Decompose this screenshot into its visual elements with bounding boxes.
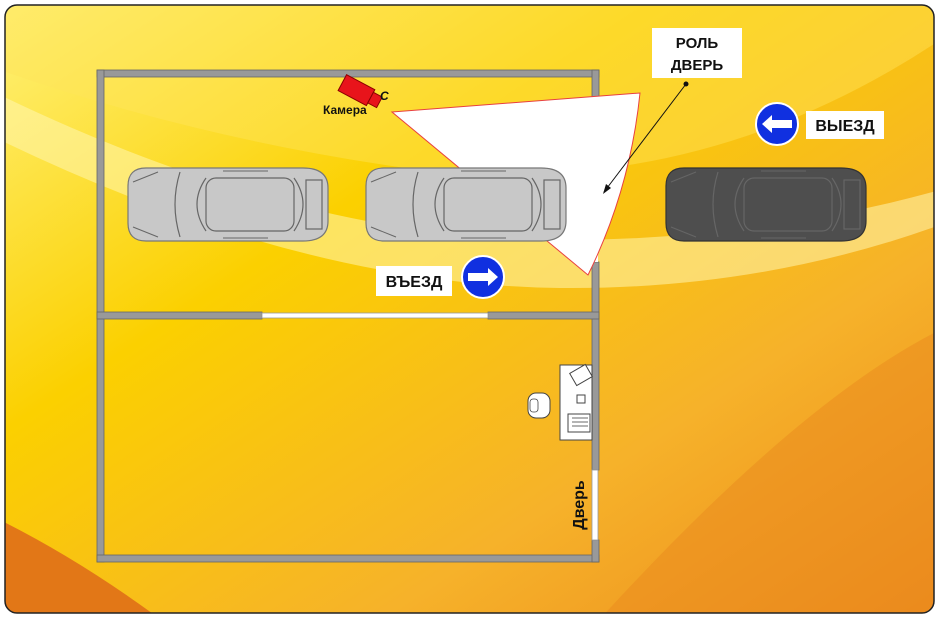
roll-door-label-line2: ДВЕРЬ (671, 57, 724, 74)
roll-door-pointer-arrowhead (603, 184, 611, 194)
entry-label: ВЪЕЗД (386, 274, 443, 291)
partition-wall-right (487, 311, 600, 320)
cctv-camera-icon (337, 73, 383, 109)
car-outside-dark (665, 167, 867, 242)
background-right-glow (600, 330, 934, 613)
camera-mark: C (380, 89, 389, 103)
background-corner-dark (5, 520, 160, 613)
partition-opening (261, 312, 489, 319)
roll-door-pointer (603, 83, 687, 193)
arrow-left-sign-icon (755, 102, 799, 146)
door-label: Дверь (571, 480, 588, 530)
wall-right-middle (591, 261, 600, 471)
frame-border (4, 4, 935, 614)
wall-bottom (96, 554, 600, 563)
car-parked-1 (127, 167, 329, 242)
entry-label-box (376, 266, 452, 296)
partition-wall-left (96, 311, 263, 320)
roll-door-label-line1: РОЛЬ (676, 35, 719, 52)
wall-right-lower (591, 539, 600, 563)
exit-label-box (806, 111, 884, 139)
building-walls (96, 69, 600, 563)
side-door-opening (591, 469, 599, 541)
car-parked-2 (365, 167, 567, 242)
arrow-right-sign-icon (461, 255, 505, 299)
exit-label: ВЫЕЗД (815, 118, 875, 135)
roll-door-pointer-dot (683, 81, 689, 87)
roll-door-label-box (652, 28, 742, 78)
camera-label: Камера (323, 103, 367, 117)
desk-with-computer-icon (559, 363, 593, 441)
office-chair-icon (527, 392, 551, 419)
